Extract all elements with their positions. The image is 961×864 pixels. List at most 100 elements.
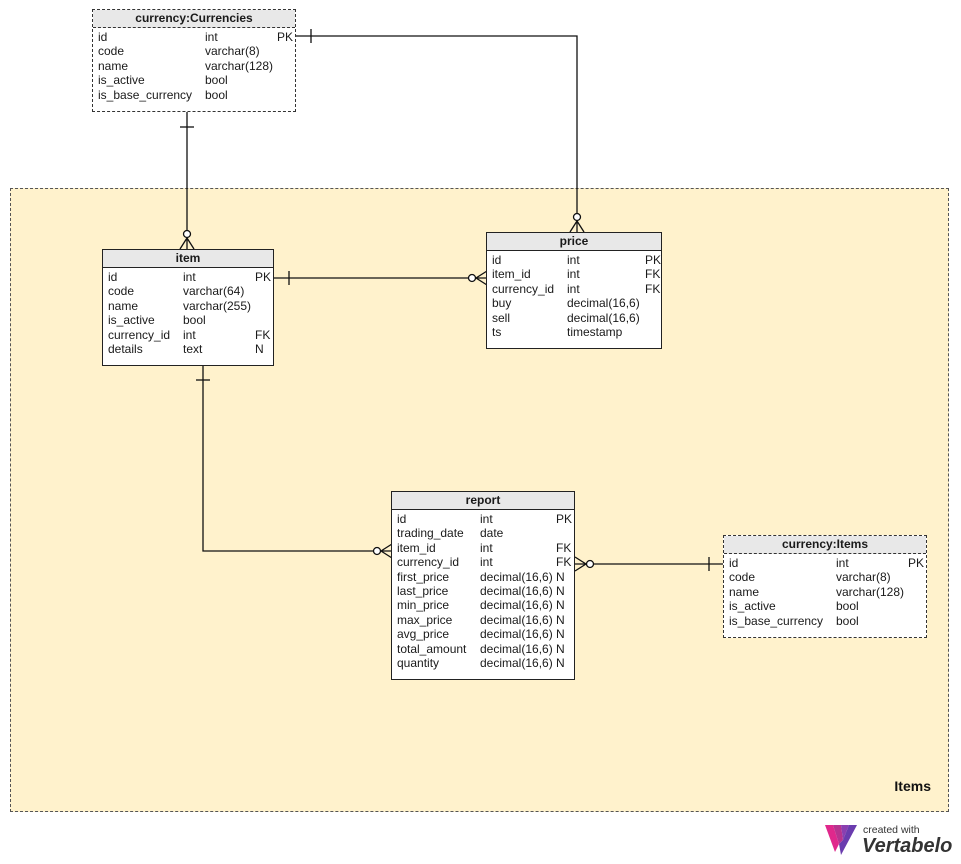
column-key <box>255 299 273 313</box>
column-name: ts <box>492 324 502 339</box>
column-type: bool <box>836 613 859 628</box>
table-title: currency:Currencies <box>93 10 295 28</box>
column-name: name <box>98 58 129 73</box>
column-name: id <box>492 253 502 267</box>
column-type: timestamp <box>567 324 623 339</box>
column-key <box>277 59 295 73</box>
column-name: item_id <box>397 540 436 555</box>
table-row[interactable]: is_active bool <box>729 599 926 613</box>
column-type: int <box>183 270 196 284</box>
column-name: is_active <box>108 313 155 328</box>
rel-item-price-crowfoot <box>474 270 488 286</box>
column-type: decimal(16,6) <box>480 612 553 627</box>
column-name: is_active <box>729 599 776 614</box>
table-row[interactable]: item_id int FK <box>492 267 661 281</box>
column-name: trading_date <box>397 526 464 541</box>
table-row[interactable]: id int PK <box>98 30 295 44</box>
rel-itemsref-report-crowfoot <box>574 556 588 572</box>
column-type: decimal(16,6) <box>567 296 640 311</box>
vertabelo-logo: created with Vertabelo <box>823 822 953 858</box>
column-type: int <box>480 540 493 555</box>
rel-currencies-price-zero-mark <box>572 212 582 222</box>
column-key: FK <box>645 281 661 296</box>
column-type: int <box>567 253 580 267</box>
column-type: bool <box>183 313 206 328</box>
column-name: currency_id <box>108 327 171 342</box>
rel-currencies-price-crowfoot <box>569 219 585 233</box>
column-type: varchar(8) <box>205 44 260 59</box>
column-name: item_id <box>492 267 531 282</box>
rel-item-report-zero-mark <box>372 546 382 556</box>
column-name: last_price <box>397 583 449 598</box>
column-type: decimal(16,6) <box>480 583 553 598</box>
column-key <box>277 44 295 58</box>
column-key: PK <box>556 512 573 526</box>
column-name: is_base_currency <box>729 613 824 628</box>
column-type: decimal(16,6) <box>567 310 640 325</box>
vertabelo-logo-icon <box>825 825 857 855</box>
column-key <box>645 325 661 339</box>
column-name: id <box>729 556 739 570</box>
column-key <box>277 88 295 102</box>
table-title: currency:Items <box>724 536 926 554</box>
column-name: id <box>98 30 108 44</box>
column-type: int <box>205 30 218 44</box>
column-type: decimal(16,6) <box>480 655 553 670</box>
table-row[interactable]: ts timestamp <box>492 325 661 339</box>
column-key: FK <box>645 267 661 282</box>
column-key <box>908 585 926 599</box>
column-name: currency_id <box>492 281 555 296</box>
subject-area-label: Items <box>894 778 931 794</box>
column-key <box>255 284 273 298</box>
column-type: bool <box>836 599 859 614</box>
column-key: N <box>556 655 565 670</box>
column-type: varchar(64) <box>183 284 245 299</box>
column-type: int <box>836 556 849 570</box>
table-row[interactable]: is_base_currency bool <box>729 614 926 628</box>
column-key: N <box>255 341 264 356</box>
column-key <box>645 296 661 310</box>
column-type: int <box>567 267 580 282</box>
rel-currencies-item-zero-mark <box>182 229 192 239</box>
column-name: name <box>729 584 760 599</box>
column-type: int <box>480 555 493 570</box>
column-type: int <box>183 327 196 342</box>
table-row[interactable]: is_active bool <box>108 313 273 327</box>
column-key: N <box>556 569 565 584</box>
column-key: PK <box>277 30 294 44</box>
column-name: name <box>108 298 139 313</box>
table-title: report <box>392 492 574 510</box>
